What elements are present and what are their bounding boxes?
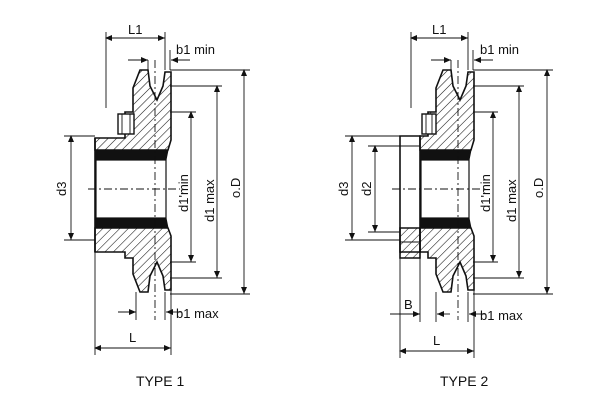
type2-label-d1min: d1'min bbox=[478, 174, 493, 212]
type2-caption: TYPE 2 bbox=[440, 373, 488, 389]
type1-drawing: L1 b1 min d3 d1'min d1 max o.D b1 max L … bbox=[54, 22, 250, 389]
type1-upper-section bbox=[94, 69, 172, 151]
type2-label-b1min: b1 min bbox=[480, 42, 519, 57]
type1-label-d3: d3 bbox=[54, 182, 69, 196]
type2-drawing: L1 b1 min d3 d2 d1'min d1 max o.D B b1 m… bbox=[336, 22, 553, 389]
type2-label-b1max: b1 max bbox=[480, 308, 523, 323]
type1-label-oD: o.D bbox=[228, 178, 243, 198]
type1-label-d1max: d1 max bbox=[202, 179, 217, 222]
type1-bush-bottom bbox=[95, 217, 169, 229]
type2-label-oD: o.D bbox=[531, 178, 546, 198]
type2-label-d2: d2 bbox=[359, 182, 374, 196]
type2-upper-section bbox=[419, 69, 475, 151]
type2-label-L: L bbox=[433, 333, 440, 348]
type2-lower-section bbox=[419, 227, 475, 293]
type2-label-B: B bbox=[404, 297, 413, 312]
type1-lower-section bbox=[94, 227, 172, 293]
type1-label-b1min: b1 min bbox=[176, 42, 215, 57]
type1-label-d1min: d1'min bbox=[176, 174, 191, 212]
type1-label-b1max: b1 max bbox=[176, 306, 219, 321]
type2-label-L1: L1 bbox=[432, 22, 446, 37]
type1-caption: TYPE 1 bbox=[136, 373, 184, 389]
type1-bush-top bbox=[95, 149, 169, 161]
type2-label-d3: d3 bbox=[336, 182, 351, 196]
type2-foot bbox=[399, 227, 421, 259]
type1-screw bbox=[117, 113, 135, 135]
type1-label-L1: L1 bbox=[128, 22, 142, 37]
type1-label-L: L bbox=[129, 330, 136, 345]
type2-label-d1max: d1 max bbox=[504, 179, 519, 222]
